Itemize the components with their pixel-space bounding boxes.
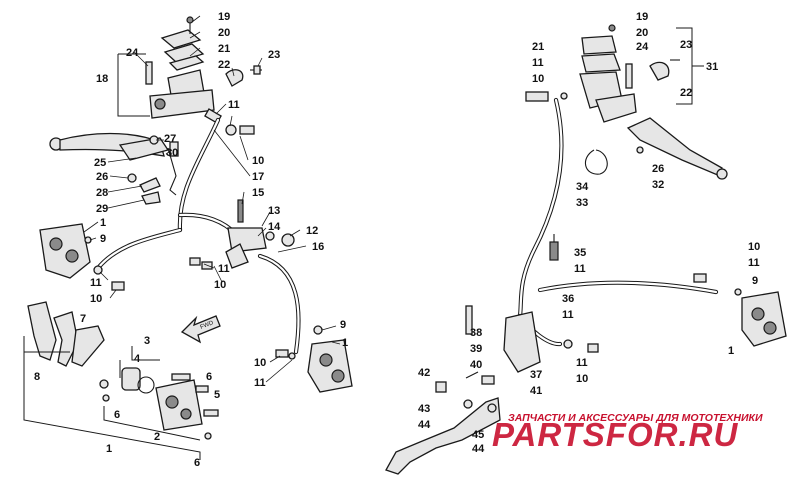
- callout: 7: [80, 313, 86, 325]
- rear-master-cylinder: [435, 305, 599, 420]
- callout: 32: [652, 179, 664, 191]
- callout: 3: [144, 335, 150, 347]
- callout: 2: [154, 431, 160, 443]
- callout: 38: [470, 327, 482, 339]
- right-master-cylinder-assembly: [525, 24, 680, 123]
- callout: 1: [728, 345, 734, 357]
- callout: 10: [90, 293, 102, 305]
- caliper-exploded-parts: [27, 301, 219, 440]
- snap-ring: [584, 149, 608, 175]
- callout: 18: [96, 73, 108, 85]
- callout: 23: [268, 49, 280, 61]
- callout: 10: [252, 155, 264, 167]
- callout: 24: [126, 47, 139, 59]
- callout: 35: [574, 247, 586, 259]
- left-master-cylinder-assembly: [145, 16, 262, 136]
- callout: 40: [470, 359, 482, 371]
- callout: 44: [418, 419, 431, 431]
- watermark-brand: PARTSFOR.RU: [492, 416, 738, 453]
- callout: 1: [100, 217, 106, 229]
- callout: 45: [472, 429, 484, 441]
- left-rear-caliper: [275, 325, 353, 393]
- callout: 41: [530, 385, 542, 397]
- callout: 26: [652, 163, 664, 175]
- callout: 10: [748, 241, 760, 253]
- callout: 20: [218, 27, 230, 39]
- callout: 6: [206, 371, 212, 383]
- callout: 27: [164, 133, 176, 145]
- group-brackets: [23, 27, 704, 460]
- callout: 22: [680, 87, 692, 99]
- left-front-caliper: [39, 223, 125, 291]
- callout: 12: [306, 225, 318, 237]
- callout: 11: [228, 99, 240, 111]
- callout: 24: [636, 41, 649, 53]
- right-caliper: [693, 273, 787, 347]
- fwd-label: FWD: [200, 320, 216, 331]
- left-brake-lever: [49, 132, 179, 205]
- callout-leaders: [83, 15, 341, 383]
- callout: 33: [576, 197, 588, 209]
- callout: 5: [214, 389, 220, 401]
- callout: 19: [636, 11, 648, 23]
- callout: 13: [268, 205, 280, 217]
- callout: 19: [218, 11, 230, 23]
- callout: 6: [194, 457, 200, 469]
- callout: 26: [96, 171, 108, 183]
- callout-labels: 19 20 21 24 22 23 18 11 27 30 25 26 28 2…: [34, 11, 760, 469]
- left-junction-block: [189, 199, 295, 270]
- watermark-caption: ЗАПЧАСТИ И АКСЕССУАРЫ ДЛЯ МОТОТЕХНИКИ: [508, 412, 763, 424]
- callout: 11: [254, 377, 266, 389]
- callout: 25: [94, 157, 106, 169]
- callout: 11: [574, 263, 586, 275]
- right-brake-hoses: [517, 97, 719, 347]
- callout: 34: [576, 181, 589, 193]
- brake-pedal: [385, 397, 501, 475]
- right-brake-lever: [626, 117, 728, 180]
- callout: 31: [706, 61, 718, 73]
- callout: 20: [636, 27, 648, 39]
- callout: 4: [134, 353, 141, 365]
- callout: 11: [218, 263, 230, 275]
- callout: 23: [680, 39, 692, 51]
- callout: 36: [562, 293, 574, 305]
- callout: 21: [218, 43, 230, 55]
- callout: 8: [34, 371, 40, 383]
- partsfor-watermark: ЗАПЧАСТИ И АКСЕССУАРЫ ДЛЯ МОТОТЕХНИКИ PA…: [492, 412, 763, 453]
- callout: 11: [562, 309, 574, 321]
- callout: 39: [470, 343, 482, 355]
- callout: 10: [214, 279, 226, 291]
- callout: 21: [532, 41, 544, 53]
- callout: 29: [96, 203, 108, 215]
- callout: 9: [340, 319, 346, 331]
- callout: 11: [532, 57, 544, 69]
- callout: 28: [96, 187, 108, 199]
- callout: 10: [254, 357, 266, 369]
- fwd-arrow-icon: FWD: [180, 315, 221, 344]
- callout: 6: [114, 409, 120, 421]
- callout: 10: [576, 373, 588, 385]
- callout: 11: [576, 357, 588, 369]
- callout: 42: [418, 367, 430, 379]
- callout: 15: [252, 187, 264, 199]
- callout: 9: [752, 275, 758, 287]
- callout: 30: [166, 147, 178, 159]
- callout: 11: [748, 257, 760, 269]
- callout: 37: [530, 369, 542, 381]
- callout: 9: [100, 233, 106, 245]
- callout: 22: [218, 59, 230, 71]
- callout: 11: [90, 277, 102, 289]
- callout: 43: [418, 403, 430, 415]
- brake-light-switch: [549, 234, 559, 261]
- callout: 14: [268, 221, 281, 233]
- callout: 1: [342, 337, 348, 349]
- callout: 44: [472, 443, 485, 455]
- callout: 17: [252, 171, 264, 183]
- callout: 16: [312, 241, 324, 253]
- callout: 10: [532, 73, 544, 85]
- callout: 1: [106, 443, 112, 455]
